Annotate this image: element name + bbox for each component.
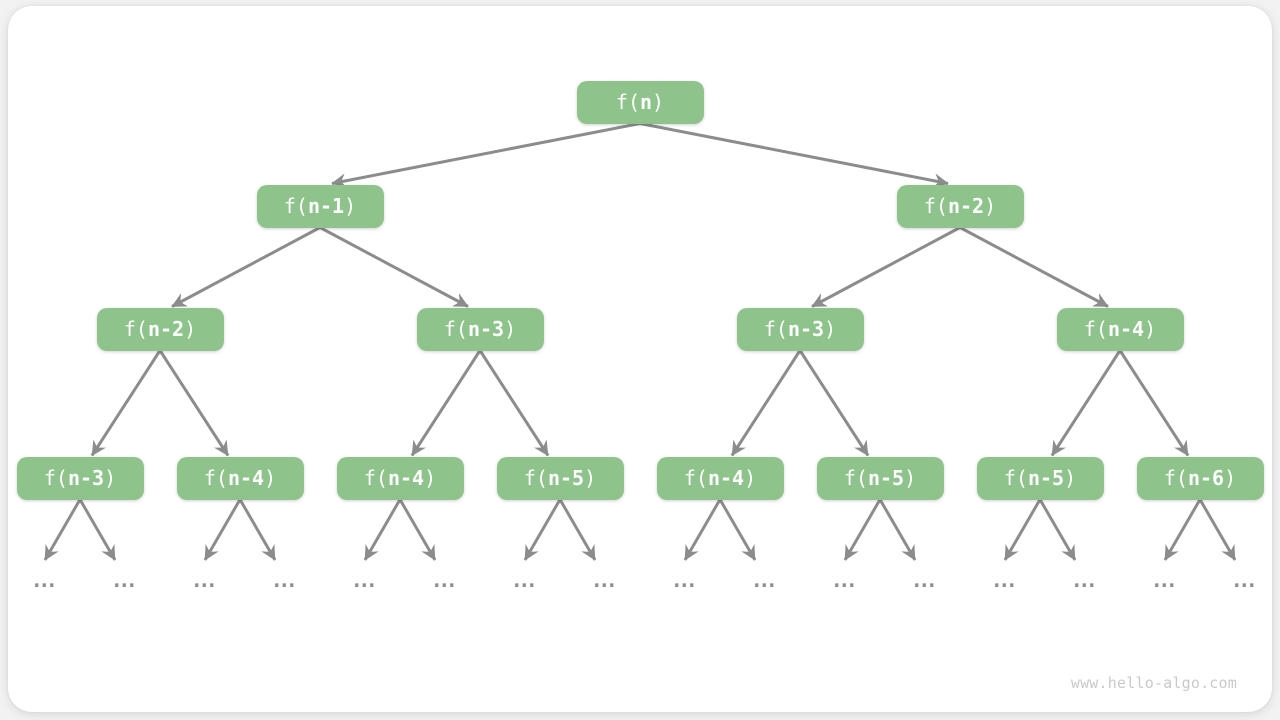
leaf-ellipsis: ... (590, 568, 618, 592)
tree-node: f(n-4) (656, 456, 784, 500)
node-label-arg: n-4 (387, 466, 425, 490)
node-label-suffix: ) (1144, 317, 1157, 341)
leaf-ellipsis: ... (830, 568, 858, 592)
leaf-ellipsis: ... (910, 568, 938, 592)
leaf-ellipsis: ... (270, 568, 298, 592)
node-label-suffix: ) (984, 194, 997, 218)
leaf-ellipsis: ... (430, 568, 458, 592)
node-label-suffix: ) (184, 317, 197, 341)
tree-node: f(n-2) (896, 184, 1024, 228)
tree-node: f(n-2) (96, 307, 224, 351)
tree-node: f(n-3) (736, 307, 864, 351)
node-label-arg: n-2 (947, 194, 985, 218)
node-label-prefix: f( (523, 466, 548, 490)
tree-node: f(n-5) (976, 456, 1104, 500)
node-label-suffix: ) (904, 466, 917, 490)
node-label-arg: n-3 (67, 466, 105, 490)
node-label-arg: n-1 (307, 194, 345, 218)
node-label-prefix: f( (683, 466, 708, 490)
node-label-suffix: ) (104, 466, 117, 490)
leaf-ellipsis: ... (30, 568, 58, 592)
node-label-suffix: ) (824, 317, 837, 341)
node-label-prefix: f( (43, 466, 68, 490)
node-label-prefix: f( (363, 466, 388, 490)
tree-node: f(n-6) (1136, 456, 1264, 500)
node-label-suffix: ) (744, 466, 757, 490)
leaf-ellipsis: ... (510, 568, 538, 592)
node-label-prefix: f( (283, 194, 308, 218)
node-label-suffix: ) (264, 466, 277, 490)
leaf-ellipsis: ... (110, 568, 138, 592)
tree-node: f(n) (576, 80, 704, 124)
node-label-prefix: f( (123, 317, 148, 341)
node-label-prefix: f( (843, 466, 868, 490)
leaf-ellipsis: ... (350, 568, 378, 592)
tree-node: f(n-3) (416, 307, 544, 351)
node-label-prefix: f( (1163, 466, 1188, 490)
leaf-ellipsis: ... (190, 568, 218, 592)
node-label-prefix: f( (1003, 466, 1028, 490)
node-label-arg: n-4 (227, 466, 265, 490)
node-label-suffix: ) (1224, 466, 1237, 490)
node-label-prefix: f( (923, 194, 948, 218)
tree-node: f(n-1) (256, 184, 384, 228)
leaf-ellipsis: ... (1230, 568, 1258, 592)
tree-node: f(n-4) (1056, 307, 1184, 351)
leaf-ellipsis: ... (990, 568, 1018, 592)
tree-node: f(n-4) (176, 456, 304, 500)
node-label-arg: n-5 (1027, 466, 1065, 490)
tree-node: f(n-5) (816, 456, 944, 500)
leaf-ellipsis: ... (670, 568, 698, 592)
leaf-ellipsis: ... (750, 568, 778, 592)
tree-node: f(n-5) (496, 456, 624, 500)
node-label-arg: n-3 (467, 317, 505, 341)
node-label-prefix: f( (443, 317, 468, 341)
node-label-arg: n-2 (147, 317, 185, 341)
node-label-arg: n-4 (1107, 317, 1145, 341)
node-label-suffix: ) (424, 466, 437, 490)
node-label-suffix: ) (584, 466, 597, 490)
node-label-suffix: ) (344, 194, 357, 218)
node-label-prefix: f( (1083, 317, 1108, 341)
node-label-arg: n-6 (1187, 466, 1225, 490)
node-label-prefix: f( (763, 317, 788, 341)
node-label-prefix: f( (203, 466, 228, 490)
node-label-suffix: ) (652, 90, 665, 114)
leaf-ellipsis: ... (1070, 568, 1098, 592)
node-label-suffix: ) (1064, 466, 1077, 490)
node-label-arg: n (640, 90, 653, 114)
tree-node: f(n-4) (336, 456, 464, 500)
node-label-arg: n-4 (707, 466, 745, 490)
tree-node: f(n-3) (16, 456, 144, 500)
leaf-ellipsis: ... (1150, 568, 1178, 592)
node-label-arg: n-3 (787, 317, 825, 341)
node-label-suffix: ) (504, 317, 517, 341)
node-label-arg: n-5 (547, 466, 585, 490)
node-label-prefix: f( (615, 90, 640, 114)
watermark: www.hello-algo.com (1070, 674, 1237, 692)
node-label-arg: n-5 (867, 466, 905, 490)
